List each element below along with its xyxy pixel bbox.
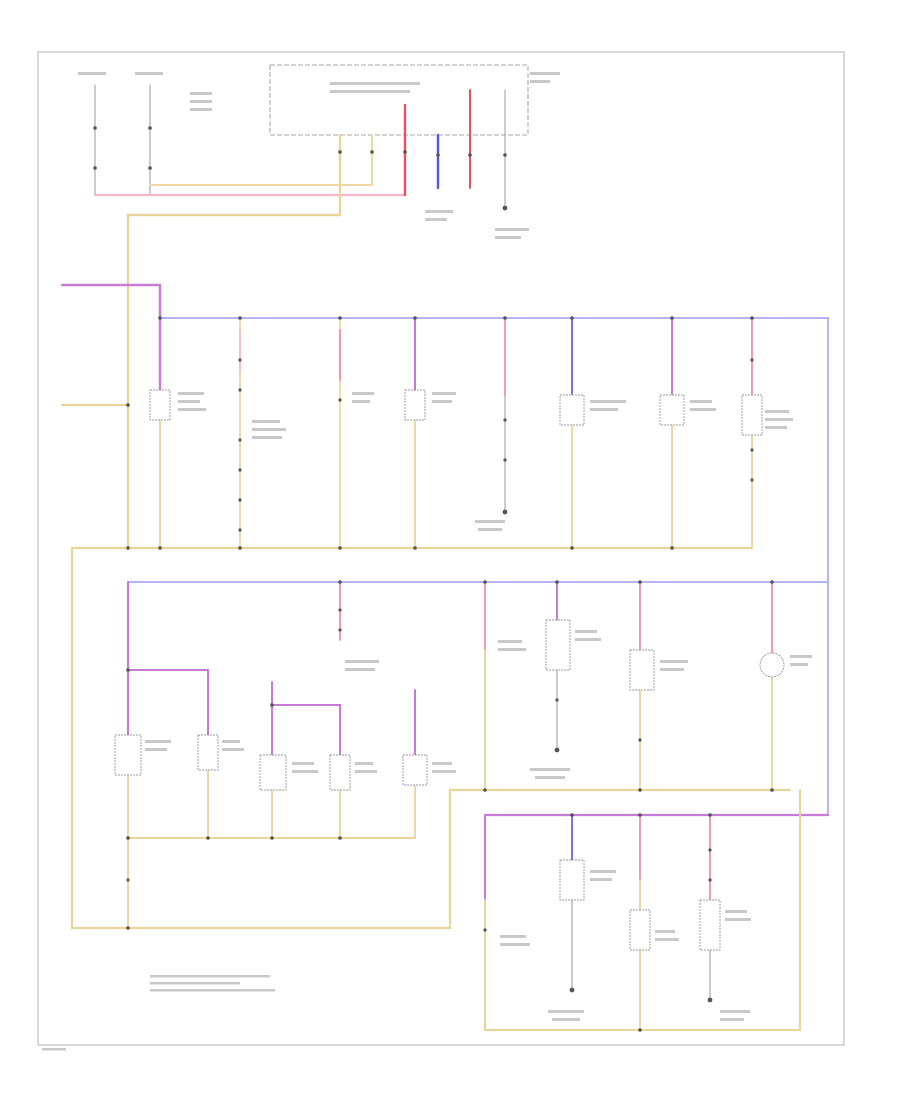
bottom-section-nodes [483, 813, 713, 1032]
lower-middle-components [114, 619, 785, 791]
bottom-section-wires [483, 789, 830, 1031]
top-section-wires [93, 84, 506, 550]
top-section-nodes [93, 126, 508, 211]
component-label-marks [42, 72, 812, 1051]
upper-middle-nodes [126, 316, 754, 550]
control-module-box [269, 64, 529, 136]
upper-middle-components [149, 389, 763, 436]
upper-middle-wires [60, 283, 829, 930]
lower-middle-nodes [126, 580, 774, 930]
lower-middle-wires [126, 580, 829, 929]
diagram-border [37, 51, 845, 1046]
bottom-section-components [559, 859, 721, 951]
